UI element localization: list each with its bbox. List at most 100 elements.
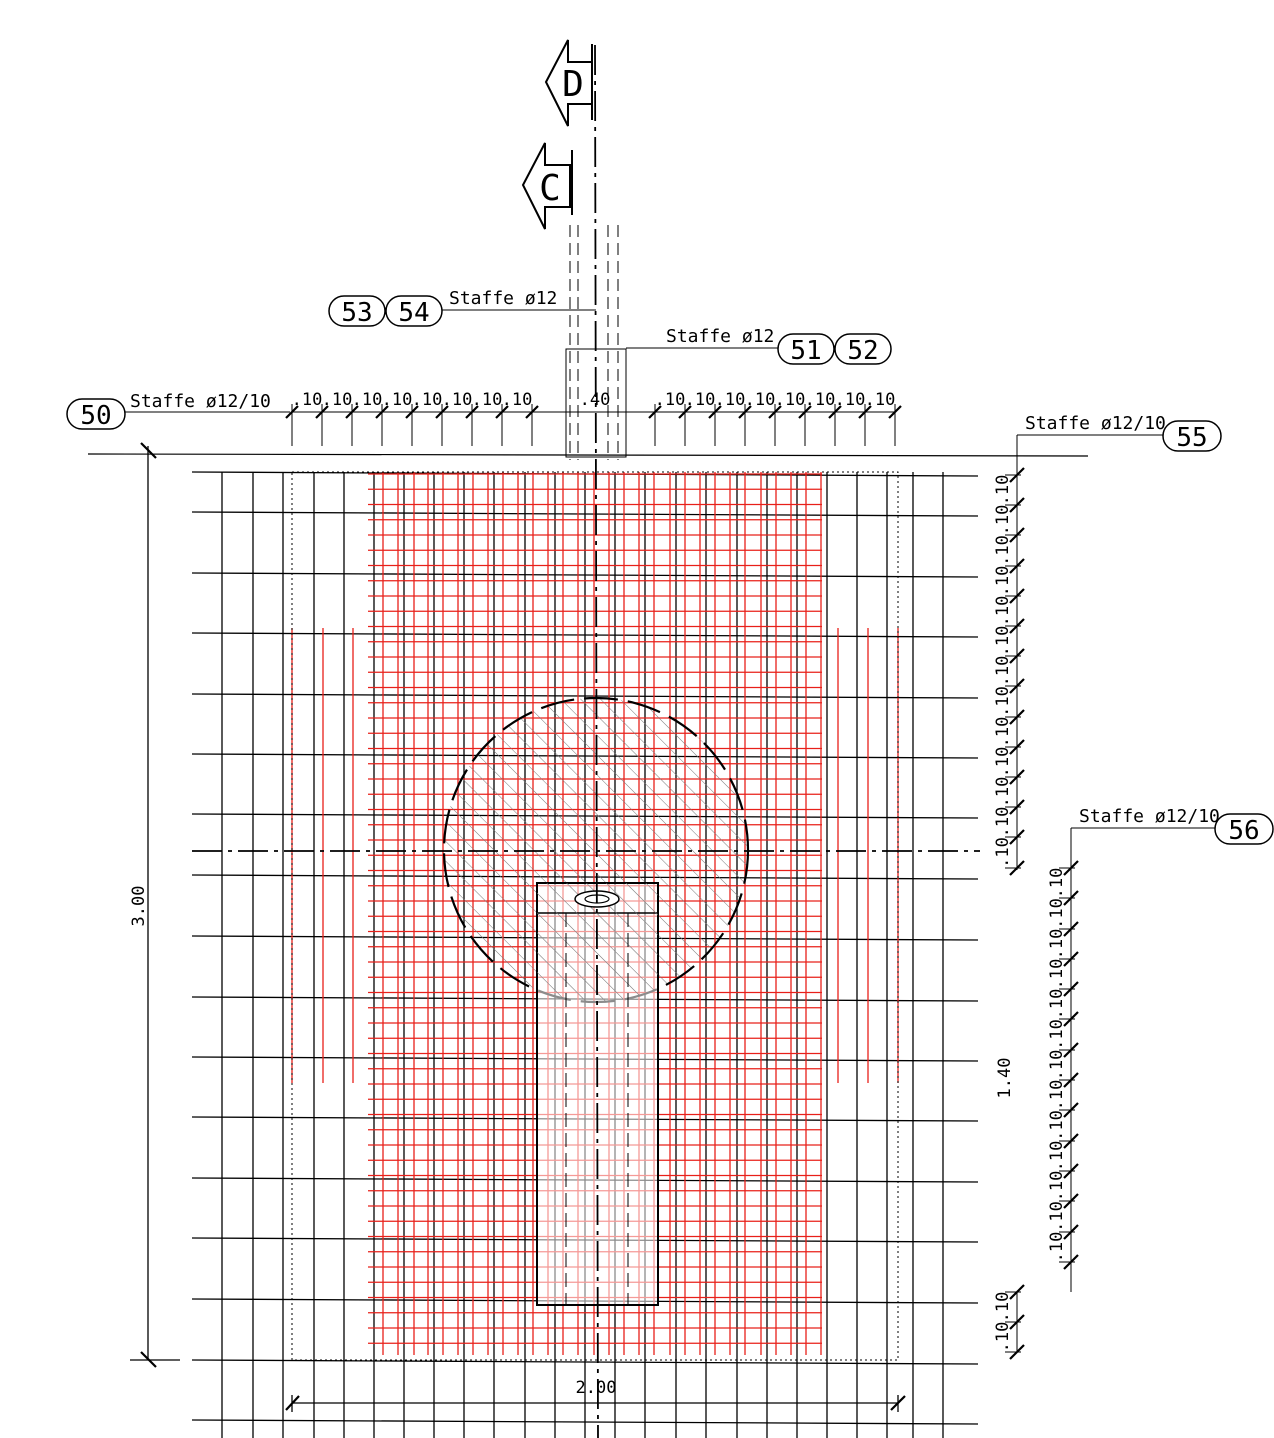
spacing-label: .10 bbox=[1047, 868, 1067, 899]
column-dashed-lines bbox=[569, 225, 619, 460]
bubble-52: 52 bbox=[847, 336, 878, 366]
callout-56: Staffe ø12/10 56 bbox=[1070, 806, 1274, 1292]
width-total-label: 2.00 bbox=[576, 1378, 617, 1398]
spacing-label: .10 bbox=[1047, 1080, 1067, 1111]
bubble-53: 53 bbox=[341, 298, 372, 328]
right-spacing-dimension-lower: .10.10 bbox=[993, 1284, 1025, 1360]
section-label-d: D bbox=[562, 64, 584, 105]
spacing-label: .10 bbox=[1047, 1019, 1067, 1050]
spacing-label: .10 bbox=[442, 390, 473, 410]
vertical-center-line bbox=[594, 44, 599, 1438]
spacing-label: .10 bbox=[1047, 1201, 1067, 1232]
top-dimension-tick bbox=[648, 405, 662, 419]
callout-50: 50 Staffe ø12/10 bbox=[66, 391, 290, 431]
spacing-label: .10 bbox=[1047, 1050, 1067, 1081]
right-spacing-dimension-upper: .10.10.10.10.10.10.10.10.10.10.10.10.10 bbox=[993, 467, 1025, 876]
spacing-label: .10 bbox=[993, 626, 1013, 657]
top-dimension-tick bbox=[375, 405, 389, 419]
spacing-label: .10 bbox=[715, 390, 746, 410]
section-label-c: C bbox=[539, 168, 561, 209]
bubble-55: 55 bbox=[1176, 423, 1207, 453]
spacing-label: .10 bbox=[993, 1292, 1013, 1323]
section-marker-c: C bbox=[521, 142, 573, 230]
spacing-label: .10 bbox=[352, 390, 383, 410]
callout-55: Staffe ø12/10 55 bbox=[1016, 413, 1222, 870]
spacing-label: .10 bbox=[1047, 1171, 1067, 1202]
bottom-bar-horizontal bbox=[191, 511, 979, 517]
top-dimension-tick bbox=[708, 405, 722, 419]
bubble-50: 50 bbox=[80, 401, 111, 431]
spacing-label: .10 bbox=[1047, 1141, 1067, 1172]
callout-text-51-52: Staffe ø12 bbox=[666, 326, 774, 347]
spacing-label: .10 bbox=[805, 390, 836, 410]
top-dimension-tick bbox=[405, 405, 419, 419]
callout-text-56: Staffe ø12/10 bbox=[1079, 806, 1220, 827]
spacing-label: .10 bbox=[292, 390, 323, 410]
bottom-bar-horizontal bbox=[191, 1419, 979, 1425]
top-spacing-dimension: .10.10.10.10.10.10.10.10.10.10.10.10.10.… bbox=[285, 390, 902, 446]
top-dimension-tick bbox=[798, 405, 812, 419]
spacing-label: .10 bbox=[993, 505, 1013, 536]
callout-text-50: Staffe ø12/10 bbox=[130, 391, 271, 412]
height-dimension bbox=[130, 442, 180, 1368]
spacing-label: .10 bbox=[472, 390, 503, 410]
spacing-label: .10 bbox=[655, 390, 686, 410]
top-dimension-tick bbox=[285, 405, 299, 419]
spacing-label: .10 bbox=[993, 807, 1013, 838]
bubble-51: 51 bbox=[790, 336, 821, 366]
spacing-label: .10 bbox=[412, 390, 443, 410]
bubble-56: 56 bbox=[1228, 816, 1259, 846]
height-partial-label: 1.40 bbox=[995, 1058, 1015, 1099]
spacing-label: .10 bbox=[993, 535, 1013, 566]
top-dimension-tick bbox=[495, 405, 509, 419]
top-dimension-tick bbox=[858, 405, 872, 419]
column-width-label: .40 bbox=[580, 390, 611, 410]
spacing-label: .10 bbox=[993, 686, 1013, 717]
top-dimension-tick bbox=[435, 405, 449, 419]
spacing-label: .10 bbox=[1047, 959, 1067, 990]
footing-outline bbox=[291, 471, 899, 1361]
spacing-label: .10 bbox=[865, 390, 896, 410]
spacing-label: .10 bbox=[1047, 1110, 1067, 1141]
callout-53-54: 53 54 Staffe ø12 bbox=[328, 288, 596, 328]
top-dimension-tick bbox=[678, 405, 692, 419]
callout-51-52: Staffe ø12 51 52 bbox=[626, 326, 892, 366]
spacing-label: .10 bbox=[775, 390, 806, 410]
top-dimension-tick bbox=[345, 405, 359, 419]
bottom-bar-horizontal bbox=[191, 1359, 979, 1365]
spacing-label: .10 bbox=[835, 390, 866, 410]
spacing-label: .10 bbox=[993, 777, 1013, 808]
spacing-label: .10 bbox=[1047, 929, 1067, 960]
top-dimension-tick bbox=[465, 405, 479, 419]
spacing-label: .10 bbox=[993, 656, 1013, 687]
spacing-label: .10 bbox=[993, 837, 1013, 868]
spacing-label: .10 bbox=[502, 390, 533, 410]
callout-text-53-54: Staffe ø12 bbox=[449, 288, 557, 309]
spacing-label: .10 bbox=[745, 390, 776, 410]
spacing-label: .10 bbox=[993, 717, 1013, 748]
spacing-label: .10 bbox=[1047, 1232, 1067, 1263]
spacing-label: .10 bbox=[993, 1322, 1013, 1353]
spacing-label: .10 bbox=[322, 390, 353, 410]
top-dimension-tick bbox=[525, 405, 539, 419]
spacing-label: .10 bbox=[1047, 989, 1067, 1020]
spacing-label: .10 bbox=[993, 566, 1013, 597]
top-dimension-tick bbox=[738, 405, 752, 419]
right-spacing-dimension-middle: .10.10.10.10.10.10.10.10.10.10.10.10.10 bbox=[1047, 860, 1079, 1270]
top-dimension-tick bbox=[888, 405, 902, 419]
callout-text-55: Staffe ø12/10 bbox=[1025, 413, 1166, 434]
spacing-label: .10 bbox=[1047, 898, 1067, 929]
bottom-bar-horizontal bbox=[191, 572, 979, 578]
width-dimension bbox=[285, 1395, 906, 1412]
top-reference-line bbox=[87, 453, 1089, 457]
spacing-label: .10 bbox=[993, 596, 1013, 627]
spacing-label: .10 bbox=[685, 390, 716, 410]
section-marker-d: D bbox=[544, 39, 593, 127]
bubble-54: 54 bbox=[398, 298, 429, 328]
spacing-label: .10 bbox=[382, 390, 413, 410]
top-dimension-tick bbox=[315, 405, 329, 419]
spacing-label: .10 bbox=[993, 747, 1013, 778]
top-dimension-tick bbox=[768, 405, 782, 419]
spacing-label: .10 bbox=[993, 475, 1013, 506]
